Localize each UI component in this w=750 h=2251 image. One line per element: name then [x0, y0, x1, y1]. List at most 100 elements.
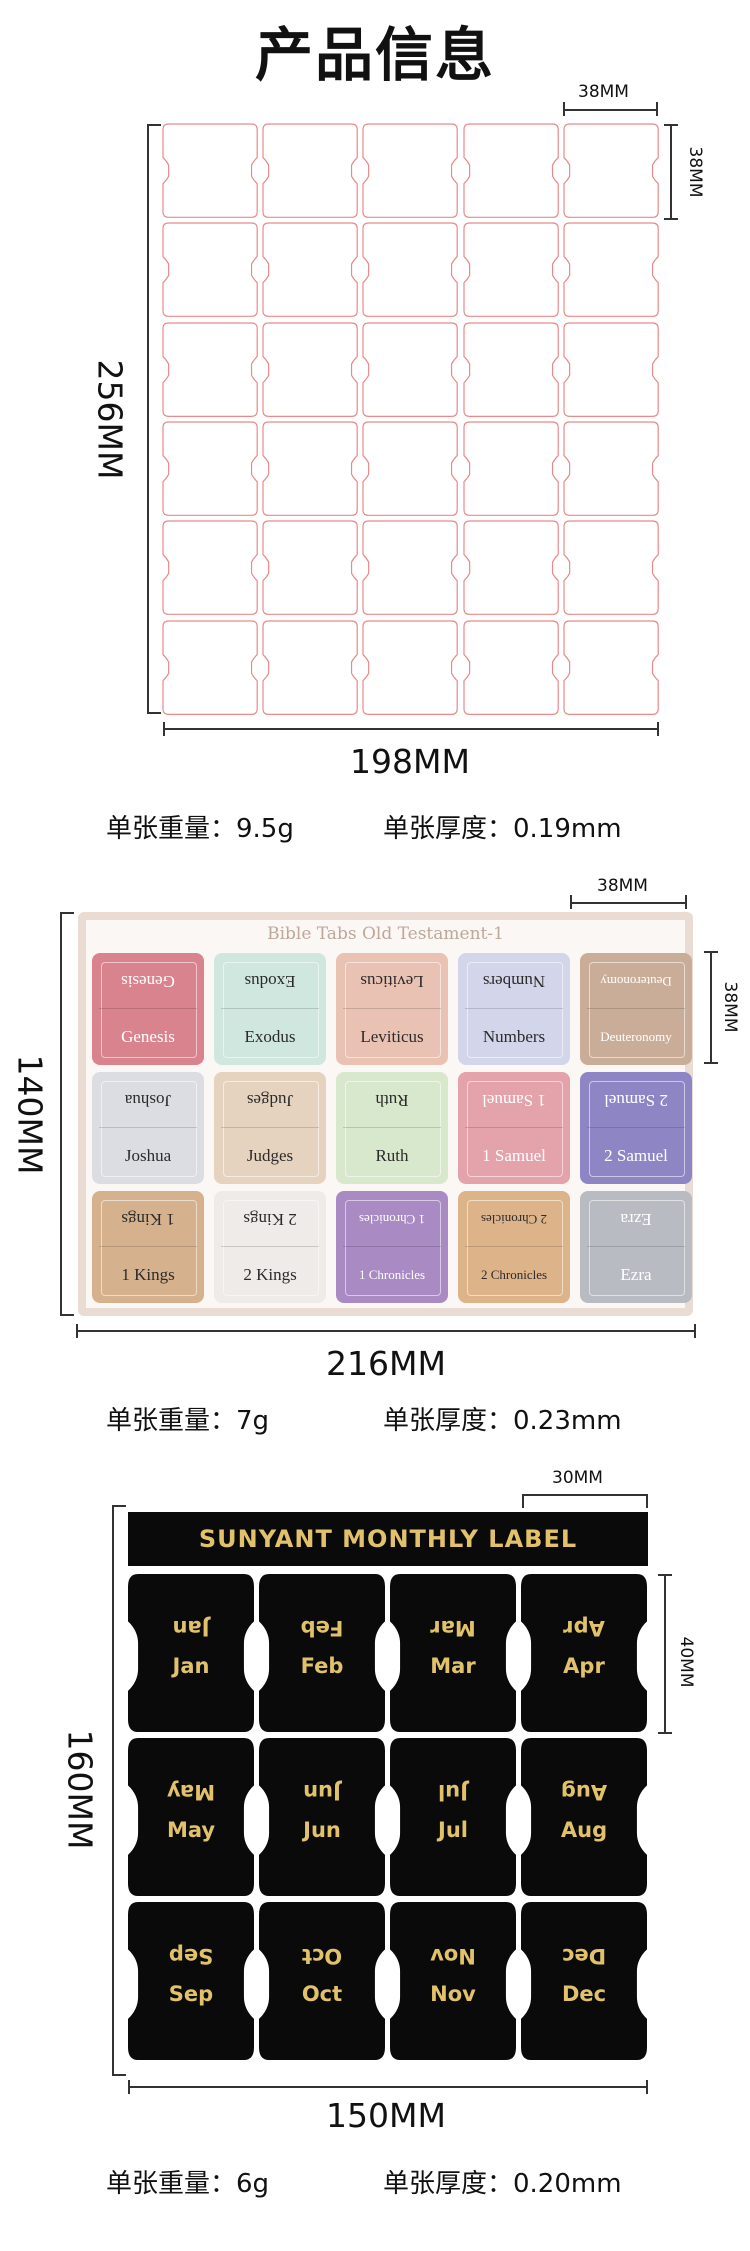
bible-tab: 2 Kings 2 Kings	[214, 1191, 326, 1303]
blank-tab-outline	[363, 422, 457, 515]
tab-width-label: 38MM	[597, 876, 648, 896]
tab-label-flipped: 1 Kings	[121, 1210, 175, 1229]
tab-height-dimension-line	[710, 951, 712, 1064]
dimension-tick	[522, 1494, 524, 1508]
sheet-height-dimension-line	[60, 912, 62, 1316]
blank-tab-outline	[464, 223, 558, 316]
tab-width-label: 30MM	[552, 1468, 603, 1488]
month-label: Oct	[301, 1982, 343, 2006]
dimension-tick	[112, 2074, 126, 2076]
tab-label: 1 Kings	[121, 1265, 175, 1284]
dimension-tick	[658, 1732, 672, 1734]
blank-tab-outline	[363, 124, 457, 217]
thickness-spec: 单张厚度：0.23mm	[383, 1406, 622, 1436]
sheet-width-label: 150MM	[326, 2096, 446, 2135]
weight-spec: 单张重量：7g	[106, 1406, 270, 1436]
tab-label: Numbers	[482, 1027, 546, 1046]
month-label-flipped: Dec	[561, 1944, 607, 1968]
month-label-flipped: Jul	[438, 1780, 468, 1804]
sheet-height-dimension-line	[147, 124, 149, 714]
dimension-tick	[658, 1574, 672, 1576]
dimension-tick	[147, 712, 161, 714]
sheet-height-label: 256MM	[90, 359, 130, 480]
blank-tab-outline	[363, 223, 457, 316]
month-label: Jan	[172, 1654, 210, 1678]
dimension-tick	[657, 722, 659, 736]
tab-label-flipped: 1 Samuel	[482, 1091, 546, 1110]
tab-label-flipped: 2 Chronicles	[480, 1212, 548, 1227]
month-label-flipped: Sep	[168, 1944, 214, 1968]
month-label: Aug	[560, 1818, 608, 1842]
tab-height-dimension-line	[664, 1574, 666, 1734]
tab-label-flipped: Genesis	[121, 972, 175, 991]
tab-label: 1 Samuel	[482, 1146, 546, 1165]
month-label: Sep	[168, 1982, 214, 2006]
blank-tab-outline	[464, 521, 558, 614]
thickness-spec: 单张厚度：0.20mm	[383, 2169, 622, 2199]
month-label-flipped: Aug	[560, 1780, 608, 1804]
tab-label-flipped: 2 Kings	[243, 1210, 297, 1229]
tab-width-dimension-line	[563, 109, 658, 111]
tab-label-flipped: Numbers	[482, 972, 546, 991]
tab-label: Ruth	[375, 1146, 409, 1165]
tab-height-label: 40MM	[676, 1636, 696, 1688]
tab-label-flipped: 1 Chronicles	[358, 1212, 426, 1227]
blank-tab-grid	[163, 124, 658, 714]
tab-label: Judges	[246, 1146, 294, 1165]
tab-height-dimension-line	[670, 124, 672, 220]
dimension-tick	[646, 1494, 648, 1508]
blank-tab-outline	[564, 422, 658, 515]
blank-tab-outline	[163, 223, 257, 316]
dimension-tick	[704, 1062, 718, 1064]
tab-label: Ezra	[620, 1265, 652, 1284]
dimension-tick	[76, 1324, 78, 1338]
dimension-tick	[128, 2080, 130, 2094]
blank-tab-outline	[564, 323, 658, 416]
sheet-height-label: 140MM	[10, 1054, 50, 1175]
dimension-tick	[646, 2080, 648, 2094]
weight-spec: 单张重量：9.5g	[106, 814, 294, 844]
month-label: Jul	[438, 1818, 468, 1842]
tab-label: Joshua	[124, 1146, 172, 1165]
blank-tab-outline	[263, 223, 357, 316]
dimension-tick	[60, 1314, 74, 1316]
blank-tab-outline	[363, 521, 457, 614]
tab-label: 2 Kings	[243, 1265, 297, 1284]
page-title: 产品信息	[254, 21, 495, 89]
tab-label: Deuteronomy	[600, 1029, 672, 1044]
dimension-tick	[664, 218, 678, 220]
tab-label: 2 Chronicles	[480, 1267, 548, 1282]
dimension-tick	[685, 895, 687, 909]
blank-tab-outline	[163, 621, 257, 714]
tab-label-flipped: Exodus	[244, 972, 296, 991]
tab-label-flipped: Joshua	[124, 1091, 172, 1110]
blank-tab-outline	[464, 422, 558, 515]
dimension-tick	[570, 895, 572, 909]
bible-tab: 2 Chronicles 2 Chronicles	[458, 1191, 570, 1303]
dimension-tick	[563, 102, 565, 116]
blank-tab-outline	[564, 223, 658, 316]
blank-tab-outline	[464, 124, 558, 217]
sheet-height-dimension-line	[112, 1505, 114, 2076]
month-label: May	[166, 1818, 216, 1842]
dimension-tick	[656, 102, 658, 116]
dimension-tick	[704, 951, 718, 953]
month-label: Feb	[300, 1654, 344, 1678]
month-label: Dec	[561, 1982, 607, 2006]
